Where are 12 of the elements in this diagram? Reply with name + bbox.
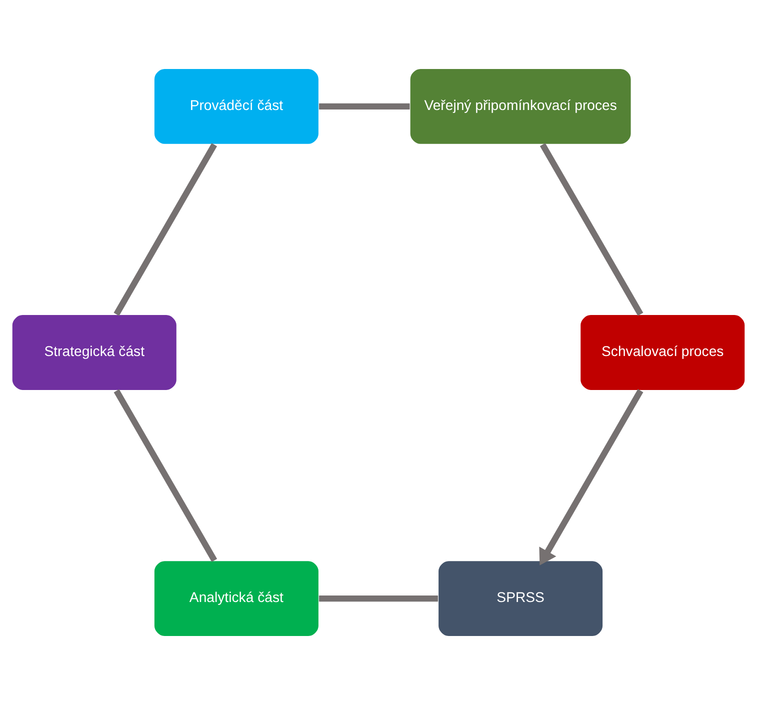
connector bbox=[114, 388, 218, 562]
connector bbox=[114, 142, 218, 316]
connector bbox=[540, 142, 644, 316]
node-box: Strategická část bbox=[12, 314, 178, 390]
arrow bbox=[539, 388, 644, 565]
node-box: Prováděcí část bbox=[154, 68, 320, 144]
connector bbox=[318, 594, 438, 602]
node-box: Analytická část bbox=[154, 560, 320, 636]
node-box: Veřejný připomínkovací proces bbox=[409, 68, 632, 144]
node-box: SPRSS bbox=[438, 560, 604, 636]
node-box: Schvalovací proces bbox=[580, 314, 746, 390]
connector bbox=[319, 102, 410, 110]
